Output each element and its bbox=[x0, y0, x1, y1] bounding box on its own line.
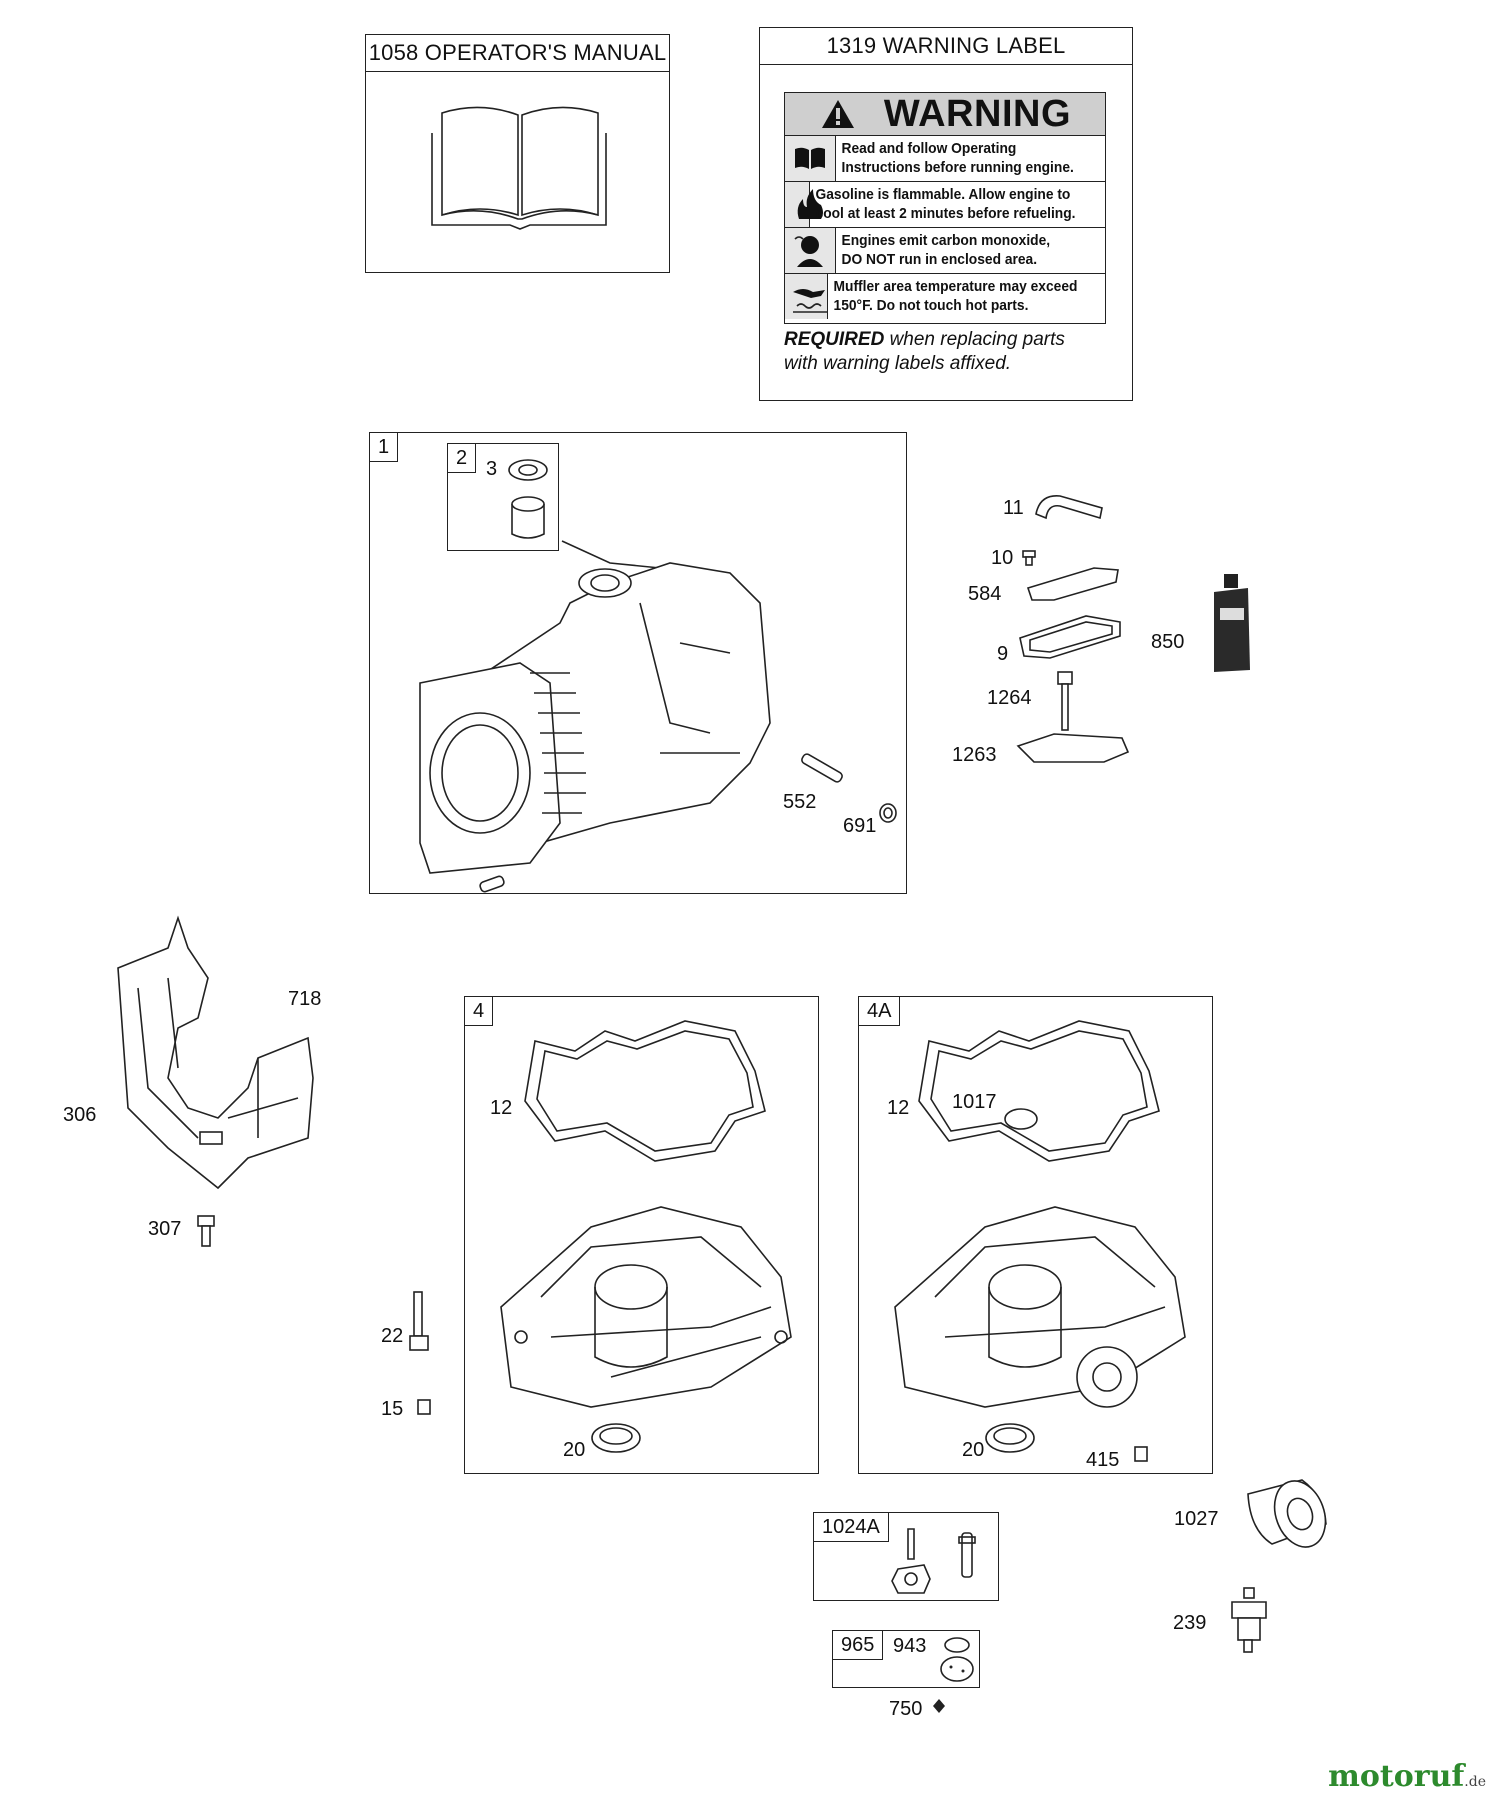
hot-surface-icon bbox=[785, 274, 828, 319]
operators-manual-title: 1058 OPERATOR'S MANUAL bbox=[366, 35, 669, 72]
part-label-552: 552 bbox=[783, 791, 817, 813]
warning-header-text: WARNING bbox=[883, 93, 1071, 135]
part-label-12: 12 bbox=[490, 1097, 513, 1119]
bearing-seal-drawing bbox=[508, 459, 548, 539]
required-rest: when replacing parts bbox=[884, 329, 1065, 350]
small-screw-drawing bbox=[933, 1699, 945, 1713]
open-book-icon bbox=[431, 106, 607, 230]
part-label-20: 20 bbox=[563, 1439, 586, 1461]
warning-row-text: Read and follow Operating bbox=[841, 140, 1017, 157]
brand-watermark: motoruf.de bbox=[1328, 1759, 1486, 1794]
gasket-parts-drawing bbox=[940, 1637, 974, 1682]
warning-label-title: 1319 WARNING LABEL bbox=[760, 28, 1132, 65]
operators-manual-box: 1058 OPERATOR'S MANUAL bbox=[365, 34, 670, 273]
gasket-kit-tag: 965 bbox=[833, 1631, 884, 1660]
oil-pressure-switch-drawing bbox=[1231, 1587, 1267, 1653]
part-label-307: 307 bbox=[148, 1218, 182, 1240]
warning-row-text: Engines emit carbon monoxide, bbox=[841, 232, 1051, 249]
bearing-sub-box: 2 3 bbox=[447, 443, 559, 551]
cylinder-block-box: 1 2 3 552 691 bbox=[369, 432, 907, 894]
part-label-1027: 1027 bbox=[1174, 1508, 1219, 1530]
warning-row-text: 150°F. Do not touch hot parts. bbox=[833, 297, 1029, 314]
sealant-tube-drawing bbox=[1214, 574, 1250, 672]
oil-pan-gasket-drawing bbox=[524, 1020, 766, 1162]
warning-row: Engines emit carbon monoxide, DO NOT run … bbox=[785, 228, 1105, 274]
oil-seal-alt-drawing bbox=[985, 1423, 1035, 1453]
governor-kit-box: 1024A bbox=[813, 1512, 999, 1601]
warning-required-note: REQUIRED when replacing parts with warni… bbox=[784, 328, 1065, 376]
bearing-sub-tag: 2 bbox=[448, 444, 477, 473]
drain-plug-drawing bbox=[417, 1399, 431, 1415]
book-icon bbox=[785, 136, 836, 181]
warning-row: Muffler area temperature may exceed 150°F… bbox=[785, 274, 1105, 319]
gasket-kit-box: 965 943 bbox=[832, 1630, 980, 1688]
part-label-1017: 1017 bbox=[952, 1091, 997, 1113]
warning-label-box: 1319 WARNING LABEL WARNING Read and foll… bbox=[759, 27, 1133, 401]
part-label-20: 20 bbox=[962, 1439, 985, 1461]
oil-pan-gasket-alt-drawing bbox=[918, 1020, 1160, 1162]
cylinder-block-drawing bbox=[419, 540, 771, 893]
part-label-718: 718 bbox=[288, 988, 322, 1010]
part-label-9: 9 bbox=[997, 643, 1009, 665]
crankcase-cover-tag: 4 bbox=[465, 997, 494, 1026]
governor-parts-drawing bbox=[891, 1528, 976, 1594]
part-label-584: 584 bbox=[968, 583, 1002, 605]
part-label-239: 239 bbox=[1173, 1612, 1207, 1634]
warning-row-text: DO NOT run in enclosed area. bbox=[841, 251, 1038, 268]
warning-row-text: Gasoline is flammable. Allow engine to bbox=[815, 186, 1071, 203]
breather-cover-drawing bbox=[1026, 567, 1119, 601]
part-label-12: 12 bbox=[887, 1097, 910, 1119]
fumes-icon bbox=[785, 228, 836, 273]
brand-name: motoruf bbox=[1328, 1759, 1465, 1794]
warning-row-text: Instructions before running engine. bbox=[841, 159, 1074, 176]
warning-row-text: cool at least 2 minutes before refueling… bbox=[815, 205, 1076, 222]
breather-gasket-drawing bbox=[1019, 615, 1121, 659]
seal-ring-drawing bbox=[879, 803, 897, 823]
part-label-943: 943 bbox=[893, 1635, 927, 1657]
shroud-screw-drawing bbox=[197, 1215, 215, 1247]
oil-seal-drawing bbox=[591, 1423, 641, 1453]
crankcase-cover-box: 4 12 20 bbox=[464, 996, 819, 1474]
required-rest-line2: with warning labels affixed. bbox=[784, 353, 1012, 374]
cylinder-block-tag: 1 bbox=[370, 433, 399, 462]
heat-shield-plate-drawing bbox=[1016, 733, 1130, 763]
warning-row-text: Muffler area temperature may exceed bbox=[833, 278, 1078, 295]
governor-kit-tag: 1024A bbox=[814, 1513, 889, 1542]
dowel-pin-drawing bbox=[801, 753, 843, 783]
screw-drawing bbox=[1022, 550, 1036, 566]
part-label-10: 10 bbox=[991, 547, 1014, 569]
part-label-306: 306 bbox=[63, 1104, 97, 1126]
part-label-1263: 1263 bbox=[952, 744, 997, 766]
part-label-850: 850 bbox=[1151, 631, 1185, 653]
part-label-22: 22 bbox=[381, 1325, 404, 1347]
part-label-3: 3 bbox=[486, 458, 498, 480]
crankcase-cover-alt-tag: 4A bbox=[859, 997, 901, 1026]
flame-icon bbox=[785, 182, 823, 227]
warning-header: WARNING bbox=[785, 93, 1105, 136]
oil-dipstick-bolt-drawing bbox=[1057, 671, 1073, 731]
oil-filter-drawing bbox=[1247, 1479, 1327, 1548]
cover-bolt-drawing bbox=[409, 1291, 429, 1351]
part-label-415: 415 bbox=[1086, 1449, 1120, 1471]
part-label-750: 750 bbox=[889, 1698, 923, 1720]
part-label-691: 691 bbox=[843, 815, 877, 837]
part-label-11: 11 bbox=[1003, 497, 1024, 519]
part-label-1264: 1264 bbox=[987, 687, 1032, 709]
warning-row: Gasoline is flammable. Allow engine to co… bbox=[785, 182, 1105, 228]
brand-suffix: .de bbox=[1464, 1774, 1486, 1790]
part-label-15: 15 bbox=[381, 1398, 404, 1420]
crankcase-cover-alt-box: 4A 12 1017 20 415 bbox=[858, 996, 1213, 1474]
oil-pan-alt-drawing bbox=[894, 1206, 1186, 1408]
oil-pan-drawing bbox=[500, 1206, 792, 1408]
plug-alt-drawing bbox=[1134, 1446, 1148, 1462]
breather-tube-drawing bbox=[1035, 495, 1103, 520]
cylinder-shroud-drawing bbox=[117, 915, 314, 1190]
alert-triangle-icon bbox=[822, 100, 854, 128]
required-bold: REQUIRED bbox=[784, 329, 885, 350]
